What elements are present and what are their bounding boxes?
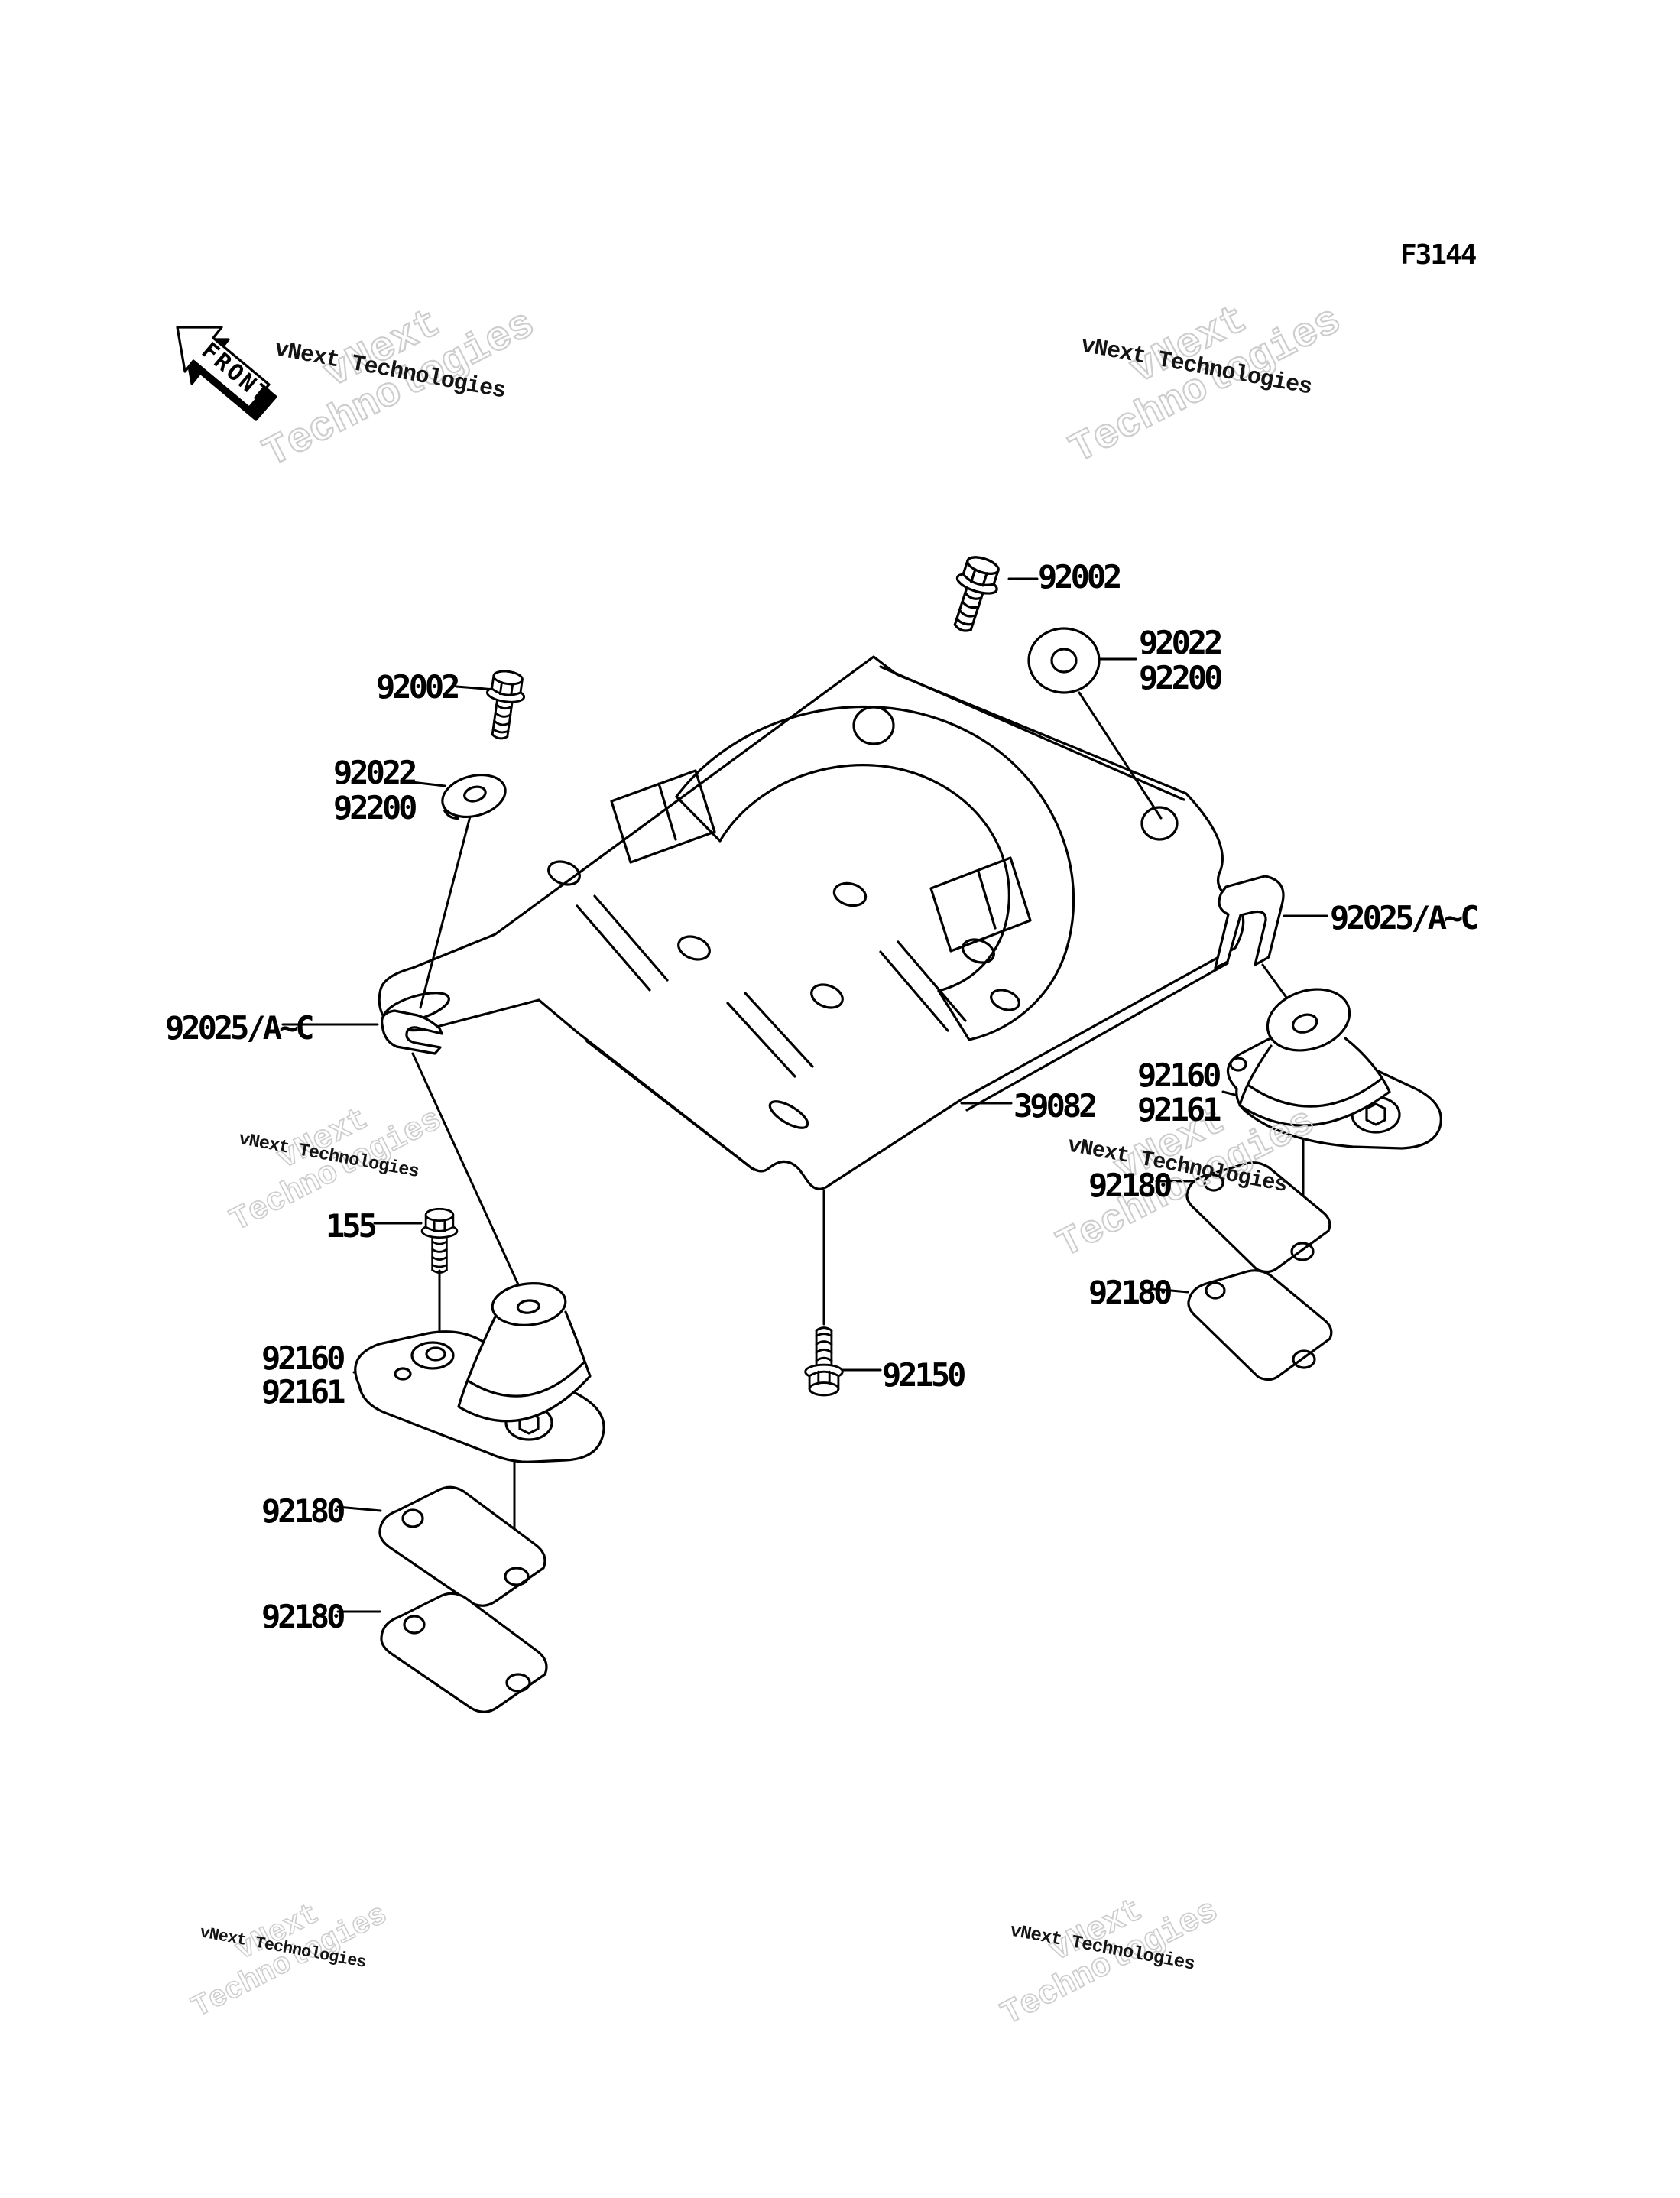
clip-92025-left [380, 1009, 443, 1055]
bolt-155 [420, 1207, 459, 1274]
part-label-92022-left: 92022 [333, 754, 417, 791]
part-label-92150: 92150 [882, 1356, 966, 1394]
bolt-92002-top [941, 551, 1007, 638]
part-label-92160-right: 92160 [1137, 1057, 1221, 1094]
part-label-92180-left-1: 92180 [261, 1492, 345, 1530]
part-label-92002-top: 92002 [1038, 558, 1122, 596]
part-label-92002-left: 92002 [376, 668, 460, 706]
part-label-92025-right: 92025/A~C [1330, 899, 1480, 937]
part-label-92025-left: 92025/A~C [165, 1009, 315, 1047]
part-label-92200-topright: 92200 [1139, 659, 1223, 696]
figure-code: F3144 [1400, 239, 1477, 271]
washer-92022-top [1027, 627, 1101, 694]
part-label-92200-left: 92200 [333, 789, 417, 826]
plate-92180-left-1 [378, 1485, 546, 1607]
part-label-92180-left-2: 92180 [261, 1598, 345, 1635]
bolt-92150 [804, 1326, 844, 1397]
part-label-92180-right-1: 92180 [1088, 1167, 1172, 1204]
plate-92180-left-2 [380, 1592, 548, 1713]
part-label-92022-topright: 92022 [1139, 624, 1223, 661]
bolt-92002-left [479, 667, 529, 742]
mount-92160-left [354, 1282, 605, 1463]
mount-92160-right [1226, 988, 1442, 1150]
part-label-92180-right-2: 92180 [1088, 1274, 1172, 1311]
bracket-39082 [378, 655, 1245, 1190]
part-label-39082: 39082 [1014, 1087, 1098, 1125]
leader-lines [281, 577, 1328, 1613]
part-label-155: 155 [326, 1207, 378, 1245]
washer-92022-left [441, 774, 507, 820]
plate-92180-right-2 [1187, 1269, 1333, 1381]
part-label-92160-left: 92160 [261, 1339, 345, 1377]
part-label-92161-left: 92161 [261, 1373, 345, 1411]
part-label-92161-right: 92161 [1137, 1091, 1221, 1128]
clip-92025-right [1214, 875, 1285, 969]
